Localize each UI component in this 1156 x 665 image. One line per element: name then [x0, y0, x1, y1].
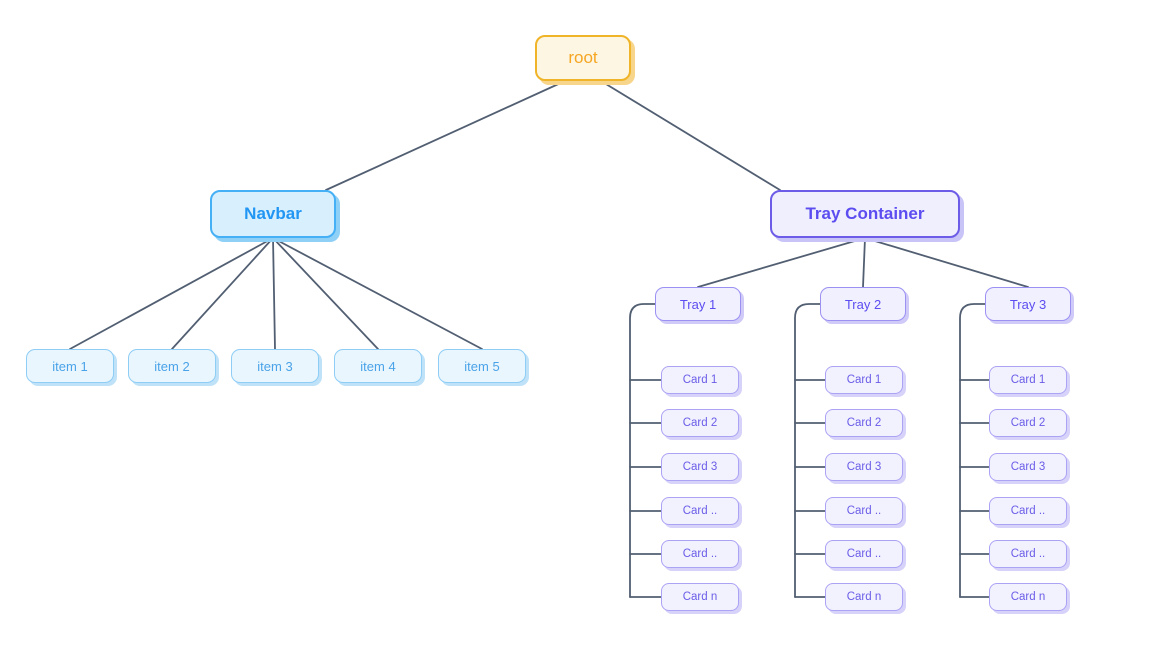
edge-navbar-to-item-4	[272, 237, 379, 350]
node-tray-1-card-5-label: Card ..	[682, 548, 718, 560]
node-item-5[interactable]: item 5	[438, 349, 526, 383]
node-tray-3[interactable]: Tray 3	[985, 287, 1071, 321]
node-tray-2-card-1-label: Card 1	[846, 374, 882, 386]
node-tray-2[interactable]: Tray 2	[820, 287, 906, 321]
node-tray-1[interactable]: Tray 1	[655, 287, 741, 321]
node-item-4[interactable]: item 4	[334, 349, 422, 383]
node-tray-3-card-2[interactable]: Card 2	[989, 409, 1067, 437]
node-tray-container[interactable]: Tray Container	[770, 190, 960, 238]
node-item-3[interactable]: item 3	[231, 349, 319, 383]
node-tray-2-card-5-label: Card ..	[846, 548, 882, 560]
edge-tray-container-to-tray-2	[862, 237, 866, 288]
node-tray-3-card-1[interactable]: Card 1	[989, 366, 1067, 394]
node-root[interactable]: root	[535, 35, 631, 81]
edge-tray-2-trunk	[794, 303, 821, 598]
node-tray-1-card-2-label: Card 2	[682, 417, 718, 429]
node-tray-3-card-6-label: Card n	[1010, 591, 1046, 603]
node-tray-2-card-2-label: Card 2	[846, 417, 882, 429]
node-tray-2-card-4-label: Card ..	[846, 505, 882, 517]
node-tray-1-card-1[interactable]: Card 1	[661, 366, 739, 394]
edge-tray-container-to-tray-1	[697, 237, 866, 288]
node-tray-1-card-2[interactable]: Card 2	[661, 409, 739, 437]
node-tray-2-card-6-label: Card n	[846, 591, 882, 603]
node-tray-3-card-3-label: Card 3	[1010, 461, 1046, 473]
edge-navbar-to-item-3	[272, 237, 276, 350]
node-navbar[interactable]: Navbar	[210, 190, 336, 238]
node-item-1-label: item 1	[52, 358, 88, 374]
edge-navbar-to-item-1	[69, 237, 274, 350]
edge-root-to-navbar	[325, 80, 566, 191]
node-tray-2-card-3[interactable]: Card 3	[825, 453, 903, 481]
edge-tray-1-trunk	[629, 303, 656, 598]
node-tray-3-card-4-label: Card ..	[1010, 505, 1046, 517]
node-tray-1-card-4-label: Card ..	[682, 505, 718, 517]
node-tray-2-card-6[interactable]: Card n	[825, 583, 903, 611]
node-tray-1-card-3[interactable]: Card 3	[661, 453, 739, 481]
node-tray-3-card-5-label: Card ..	[1010, 548, 1046, 560]
node-tray-3-card-3[interactable]: Card 3	[989, 453, 1067, 481]
edge-navbar-to-item-5	[272, 237, 483, 350]
node-tray-2-card-4[interactable]: Card ..	[825, 497, 903, 525]
node-item-3-label: item 3	[257, 358, 293, 374]
node-tray-2-label: Tray 2	[844, 296, 882, 312]
node-root-label: root	[568, 48, 598, 67]
node-tray-2-card-3-label: Card 3	[846, 461, 882, 473]
edge-root-to-tray-container	[600, 80, 781, 191]
node-tray-1-card-1-label: Card 1	[682, 374, 718, 386]
edge-tray-container-to-tray-3	[864, 237, 1029, 288]
edge-tray-3-trunk	[959, 303, 986, 598]
node-tray-3-card-2-label: Card 2	[1010, 417, 1046, 429]
node-tray-1-card-4[interactable]: Card ..	[661, 497, 739, 525]
node-tray-container-label: Tray Container	[805, 204, 925, 223]
node-tray-2-card-2[interactable]: Card 2	[825, 409, 903, 437]
edge-navbar-to-item-2	[171, 237, 274, 350]
node-tray-1-card-3-label: Card 3	[682, 461, 718, 473]
node-item-2-label: item 2	[154, 358, 190, 374]
node-item-2[interactable]: item 2	[128, 349, 216, 383]
node-tray-1-label: Tray 1	[679, 296, 717, 312]
node-tray-1-card-5[interactable]: Card ..	[661, 540, 739, 568]
node-tray-1-card-6[interactable]: Card n	[661, 583, 739, 611]
node-item-4-label: item 4	[360, 358, 396, 374]
node-navbar-label: Navbar	[244, 204, 302, 223]
node-tray-3-card-6[interactable]: Card n	[989, 583, 1067, 611]
node-tray-2-card-5[interactable]: Card ..	[825, 540, 903, 568]
node-item-5-label: item 5	[464, 358, 500, 374]
node-tray-1-card-6-label: Card n	[682, 591, 718, 603]
node-tray-3-card-4[interactable]: Card ..	[989, 497, 1067, 525]
node-item-1[interactable]: item 1	[26, 349, 114, 383]
node-tray-3-label: Tray 3	[1009, 296, 1047, 312]
node-tray-3-card-1-label: Card 1	[1010, 374, 1046, 386]
node-tray-2-card-1[interactable]: Card 1	[825, 366, 903, 394]
node-tray-3-card-5[interactable]: Card ..	[989, 540, 1067, 568]
